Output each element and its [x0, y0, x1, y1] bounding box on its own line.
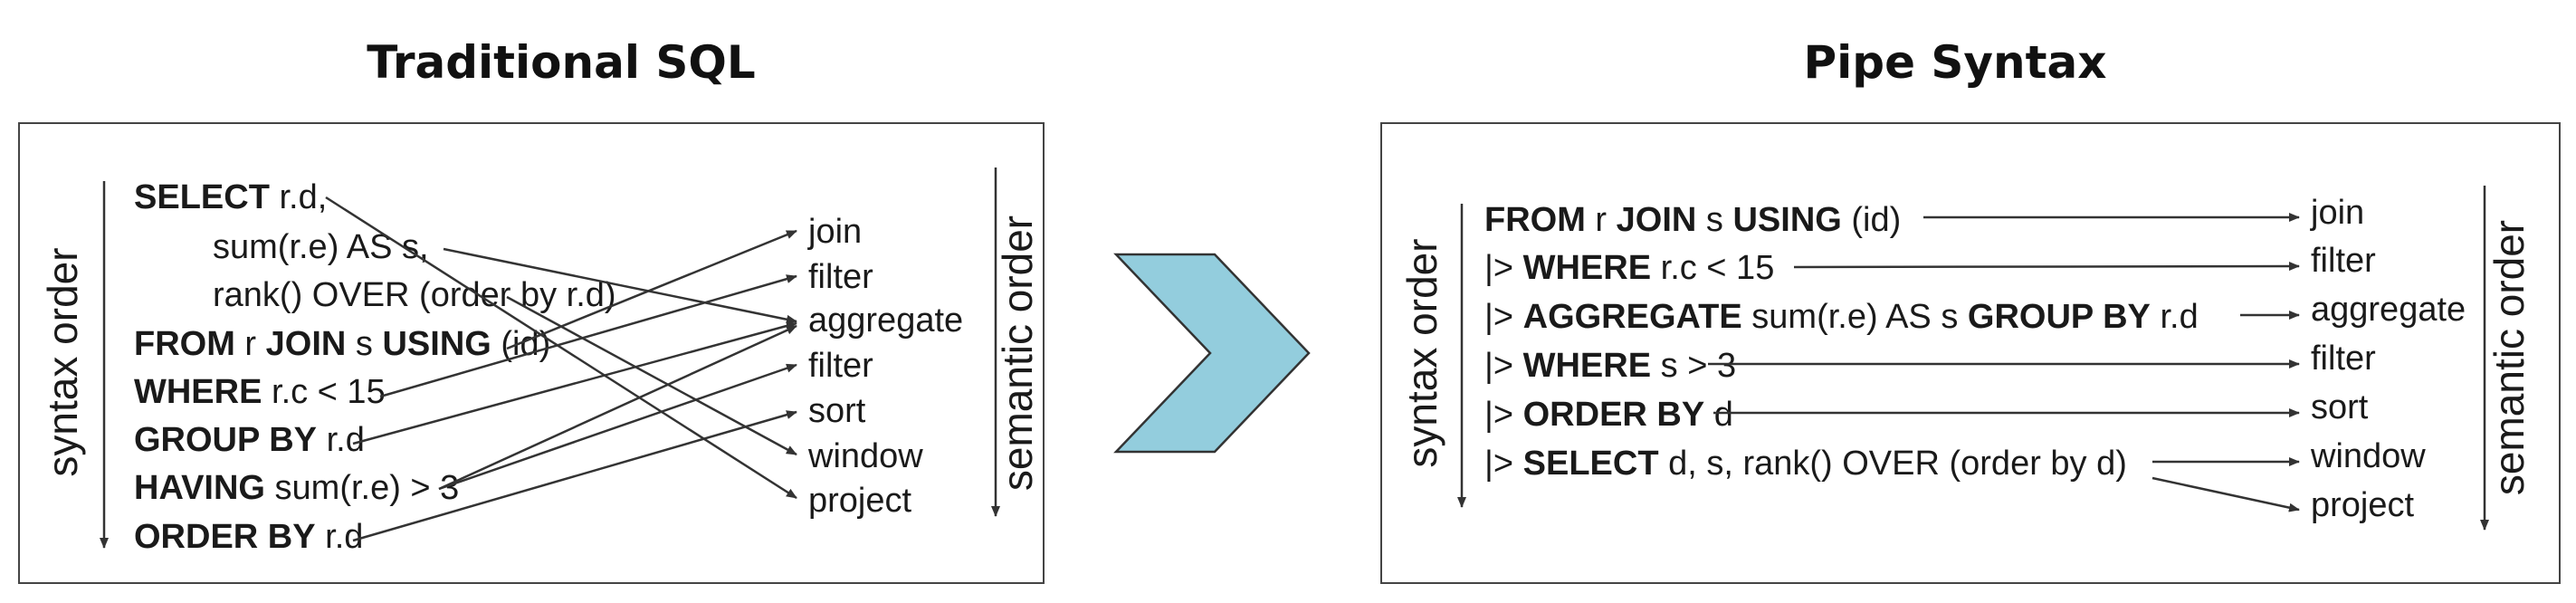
arrow-from-to-join: [506, 229, 797, 350]
left-semantic-order-label: semantic order: [994, 215, 1041, 491]
left-code-groupby: GROUP BY r.d: [134, 421, 365, 459]
left-code-from: FROM r JOIN s USING (id): [134, 325, 550, 363]
left-op-filter-1: filter: [808, 258, 873, 296]
left-op-aggregate: aggregate: [808, 302, 963, 340]
arrow-pipe-select-to-project: [2151, 476, 2300, 512]
arrow-rank-to-window: [506, 295, 797, 456]
left-op-filter-2: filter: [808, 347, 873, 385]
left-syntax-order-label: syntax order: [39, 247, 86, 476]
right-op-window: window: [2310, 437, 2426, 475]
arrow-pipe-where-to-filter: [1793, 262, 2300, 272]
right-semantic-order-label: semantic order: [2485, 220, 2533, 495]
left-code-where: WHERE r.c < 15: [134, 373, 386, 411]
pipe-syntax-panel: [1380, 122, 2561, 584]
right-op-join: join: [2310, 194, 2364, 232]
left-op-join: join: [807, 213, 862, 251]
arrow-having-to-aggregate: [438, 324, 797, 491]
left-op-project: project: [808, 482, 911, 520]
pipe-syntax-title: Pipe Syntax: [1803, 36, 2107, 89]
right-code-orderby: |> ORDER BY d: [1484, 396, 1733, 434]
right-op-filter-1: filter: [2311, 242, 2376, 280]
right-code-where-2: |> WHERE s > 3: [1484, 347, 1736, 385]
right-op-project: project: [2311, 486, 2414, 524]
right-code-aggregate: |> AGGREGATE sum(r.e) AS s GROUP BY r.d: [1484, 298, 2199, 336]
right-op-filter-2: filter: [2311, 340, 2376, 378]
arrow-having-to-filter: [438, 363, 797, 491]
right-code-from: FROM r JOIN s USING (id): [1484, 201, 1901, 239]
right-code-select: |> SELECT d, s, rank() OVER (order by d): [1484, 445, 2127, 483]
arrow-select-to-project: [325, 196, 797, 500]
arrow-orderby-to-sort: [352, 410, 797, 542]
left-code-rank: rank() OVER (order by r.d): [213, 276, 616, 314]
left-op-sort: sort: [808, 392, 866, 430]
arrow-where-to-filter: [379, 274, 797, 398]
left-op-window: window: [807, 437, 923, 475]
left-code-having: HAVING sum(r.e) > 3: [134, 469, 459, 507]
left-code-sum: sum(r.e) AS s,: [213, 228, 429, 266]
right-op-aggregate: aggregate: [2311, 291, 2466, 329]
traditional-sql-title: Traditional SQL: [367, 36, 756, 89]
left-code-select: SELECT r.d,: [134, 178, 327, 216]
transform-chevron-arrow: [1113, 253, 1311, 454]
arrow-groupby-to-aggregate: [352, 321, 797, 445]
right-syntax-order-label: syntax order: [1398, 238, 1445, 467]
left-code-orderby: ORDER BY r.d: [134, 518, 363, 556]
right-code-where-1: |> WHERE r.c < 15: [1484, 249, 1774, 287]
right-op-sort: sort: [2311, 388, 2369, 426]
arrow-sum-to-aggregate: [443, 247, 797, 324]
